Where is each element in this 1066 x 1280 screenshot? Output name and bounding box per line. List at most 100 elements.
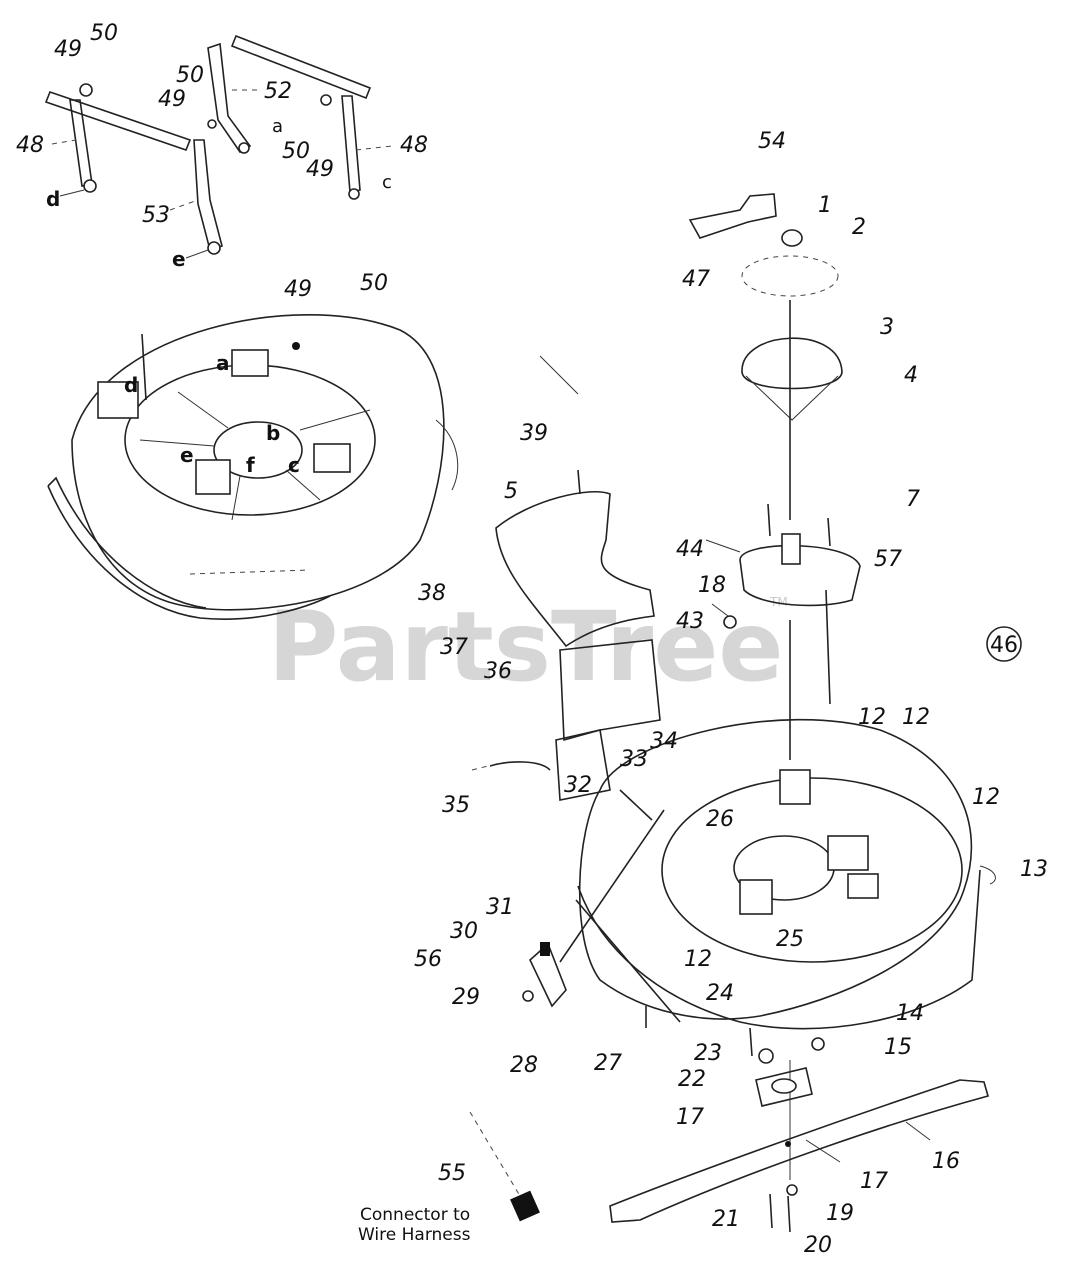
left-deck: [47, 314, 459, 620]
deck-inner-ring: [124, 364, 376, 516]
callout-13: 13: [1020, 857, 1048, 882]
part-39-bolt: [577, 469, 581, 495]
part-22-hub: [771, 1078, 797, 1094]
leader-44: [705, 539, 741, 553]
part-57-motor-plate: [739, 544, 861, 607]
part-31-screw: [522, 990, 534, 1002]
pin-d: [83, 179, 97, 193]
deck-bracket-e: [195, 459, 231, 495]
blade-hole: [785, 1141, 791, 1147]
callout-31: 31: [486, 895, 514, 920]
part-39-rod: [539, 355, 579, 395]
deck-mount-right: [827, 835, 869, 871]
part-25-mount: [739, 879, 773, 915]
callout-22: 22: [678, 1067, 706, 1092]
callout-53: 53: [142, 203, 170, 228]
callout-52: 52: [264, 79, 292, 104]
callout-46: 46: [990, 633, 1018, 658]
part-56-rod: [559, 809, 665, 963]
callout-23: 23: [694, 1041, 722, 1066]
callout-36: 36: [484, 659, 512, 684]
part-33-bar: [619, 789, 653, 821]
callout-15: 15: [884, 1035, 912, 1060]
letter-c: c: [288, 453, 300, 477]
callout-39: 39: [520, 421, 548, 446]
part-motor-shaft: [781, 533, 801, 565]
watermark-text: PartsTree: [268, 591, 783, 703]
callout-24: 24: [706, 981, 734, 1006]
callout-33: 33: [620, 747, 648, 772]
deck-bracket-c: [313, 443, 351, 473]
pin-c: [348, 188, 360, 200]
letter-d: d: [46, 187, 60, 211]
callout-17: 17: [676, 1105, 704, 1130]
deck-skirt-left: [47, 485, 331, 620]
leader-18: [711, 603, 729, 617]
deck-right-lip: [435, 419, 459, 491]
callout-50: 50: [282, 139, 310, 164]
part-4-cone: [745, 375, 839, 421]
letter-b: b: [266, 421, 280, 445]
motor-post: [825, 589, 831, 705]
link-48-right: [341, 95, 361, 193]
deck-mount-top: [779, 769, 811, 805]
pin-49-50-mid: [207, 119, 217, 129]
deck-bracket-a: [231, 349, 269, 377]
part-55-wire: [469, 1111, 521, 1197]
part-44-bolt: [767, 503, 771, 537]
part-1-nut: [781, 229, 803, 247]
deck-spoke-5: [285, 469, 321, 501]
callout-48: 48: [16, 133, 44, 158]
callout-3: 3: [880, 315, 894, 340]
callout-32: 32: [564, 773, 592, 798]
part-19-washer: [786, 1184, 798, 1196]
watermark-tm: TM: [769, 595, 788, 609]
callout-49: 49: [306, 157, 334, 182]
letter-a: a: [216, 351, 230, 375]
pin-52-end: [238, 142, 250, 154]
part-15-nut: [811, 1037, 825, 1051]
part-3-cover: [741, 337, 843, 390]
leader-16: [905, 1121, 931, 1141]
pin-49-50-left: [79, 83, 93, 97]
deck-housing-right: [578, 718, 973, 1020]
leader-e: [185, 249, 209, 259]
callout-34: 34: [650, 729, 678, 754]
callout-46-circle: [986, 626, 1022, 662]
deck-center-hub: [213, 421, 303, 479]
callout-49: 49: [54, 37, 82, 62]
deck-lever: [141, 333, 147, 401]
link-long-bar: [44, 90, 192, 152]
callout-19: 19: [826, 1201, 854, 1226]
callout-17: 17: [860, 1169, 888, 1194]
letter-keys: a c d e a b c d e f: [46, 116, 392, 477]
callout-4: 4: [904, 363, 918, 388]
link-top-bar: [230, 34, 372, 100]
leader-48-left: [51, 139, 77, 145]
part-55-connector: [510, 1190, 540, 1222]
callout-50: 50: [90, 21, 118, 46]
callout-1: 1: [818, 193, 832, 218]
part-12-mount: [847, 873, 879, 899]
link-48-left: [69, 99, 93, 187]
leader-48-right: [355, 145, 393, 151]
part-35-spring: [489, 761, 551, 771]
leader-17: [805, 1139, 841, 1163]
callout-56: 56: [414, 947, 442, 972]
part-7-bolt: [827, 517, 831, 547]
callout-18: 18: [698, 573, 726, 598]
deck-lower-rod: [575, 899, 681, 1023]
link-52: [207, 42, 252, 154]
deck-spoke-2: [177, 391, 229, 429]
callout-7: 7: [906, 487, 920, 512]
letter-e: e: [172, 247, 186, 271]
pin-49-50-right: [320, 94, 332, 106]
callout-54: 54: [758, 129, 786, 154]
part-30-actuator: [540, 942, 550, 956]
callout-37: 37: [440, 635, 468, 660]
callout-43: 43: [676, 609, 704, 634]
letter-f: f: [246, 453, 255, 477]
callout-30: 30: [450, 919, 478, 944]
